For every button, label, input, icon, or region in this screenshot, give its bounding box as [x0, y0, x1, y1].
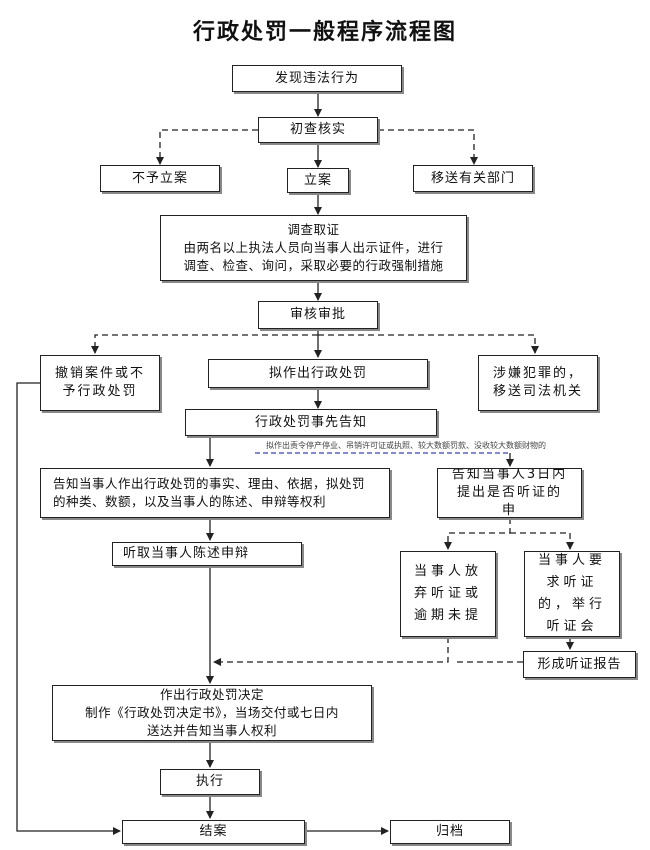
request-hearing-box: 当事人要求听证的，举行听证会 [524, 551, 620, 637]
crime-transfer-label: 涉嫌犯罪的，移送司法机关 [492, 366, 583, 399]
notify-facts-label: 告知当事人作出行政处罚的事实、理由、依据，拟处罚的种类、数额，以及当事人的陈述、… [53, 476, 366, 509]
transfer-department-label: 移送有关部门 [430, 170, 515, 186]
archive-label: 归档 [435, 824, 464, 839]
hear-statement-label: 听取当事人陈述申辩 [123, 546, 250, 561]
waive-hearing-label: 当事人放弃听证或逾期未提 [413, 564, 482, 623]
initial-check-label: 初查核实 [289, 122, 346, 137]
page-title: 行政处罚一般程序流程图 [192, 20, 457, 45]
decision-line-1: 作出行政处罚决定 [159, 687, 264, 702]
penalty-decision-box: 作出行政处罚决定 制作《行政处罚决定书》，当场交付或七日内 送达并告知当事人权利 [52, 685, 372, 741]
prior-notice-box: 行政处罚事先告知 [185, 409, 437, 436]
discover-violation-label: 发现违法行为 [274, 70, 359, 86]
transfer-department-box: 移送有关部门 [413, 165, 533, 192]
hear-statement-box: 听取当事人陈述申辩 [112, 542, 302, 566]
hearing-report-label: 形成听证报告 [537, 656, 622, 672]
prior-notice-label: 行政处罚事先告知 [254, 414, 367, 430]
investigate-title: 调查取证 [287, 222, 340, 237]
revoke-case-box: 撤销案件或不予行政处罚 [40, 355, 160, 411]
hearing-condition-note: 拟作出责令停产停业、吊销许可证或执照、较大数额罚款、没收较大数额财物的 [266, 441, 546, 450]
close-case-box: 结案 [122, 820, 305, 844]
request-hearing-label: 当事人要求听证的，举行听证会 [537, 553, 606, 634]
notify-hearing-box: 告知当事人3日内提出是否听证的申 [437, 468, 582, 518]
decision-line-3: 送达并告知当事人权利 [146, 723, 277, 738]
file-case-box: 立案 [287, 168, 349, 193]
file-case-label: 立案 [303, 172, 332, 188]
decision-line-2: 制作《行政处罚决定书》，当场交付或七日内 [85, 705, 339, 720]
hearing-report-box: 形成听证报告 [523, 651, 636, 678]
no-case-label: 不予立案 [131, 170, 188, 186]
notify-hearing-label: 告知当事人3日内提出是否听证的申 [451, 468, 568, 518]
review-approval-label: 审核审批 [289, 307, 346, 322]
no-case-box: 不予立案 [100, 165, 220, 192]
draft-penalty-label: 拟作出行政处罚 [268, 365, 367, 381]
waive-hearing-box: 当事人放弃听证或逾期未提 [400, 551, 496, 637]
investigate-line-1: 由两名以上执法人员向当事人出示证件，进行 [183, 240, 444, 255]
execute-box: 执行 [160, 769, 260, 795]
execute-label: 执行 [195, 774, 224, 789]
close-case-label: 结案 [199, 824, 228, 839]
review-approval-box: 审核审批 [258, 301, 378, 329]
draft-penalty-box: 拟作出行政处罚 [208, 359, 428, 388]
investigate-box: 调查取证 由两名以上执法人员向当事人出示证件，进行 调查、检查、询问，采取必要的… [160, 215, 467, 281]
crime-transfer-box: 涉嫌犯罪的，移送司法机关 [478, 355, 598, 411]
archive-box: 归档 [390, 820, 510, 844]
notify-facts-box: 告知当事人作出行政处罚的事实、理由、依据，拟处罚的种类、数额，以及当事人的陈述、… [40, 468, 390, 518]
discover-violation-box: 发现违法行为 [232, 65, 402, 92]
initial-check-box: 初查核实 [258, 117, 378, 143]
investigate-line-2: 调查、检查、询问，采取必要的行政强制措施 [183, 258, 444, 273]
revoke-case-label: 撤销案件或不予行政处罚 [54, 366, 145, 399]
